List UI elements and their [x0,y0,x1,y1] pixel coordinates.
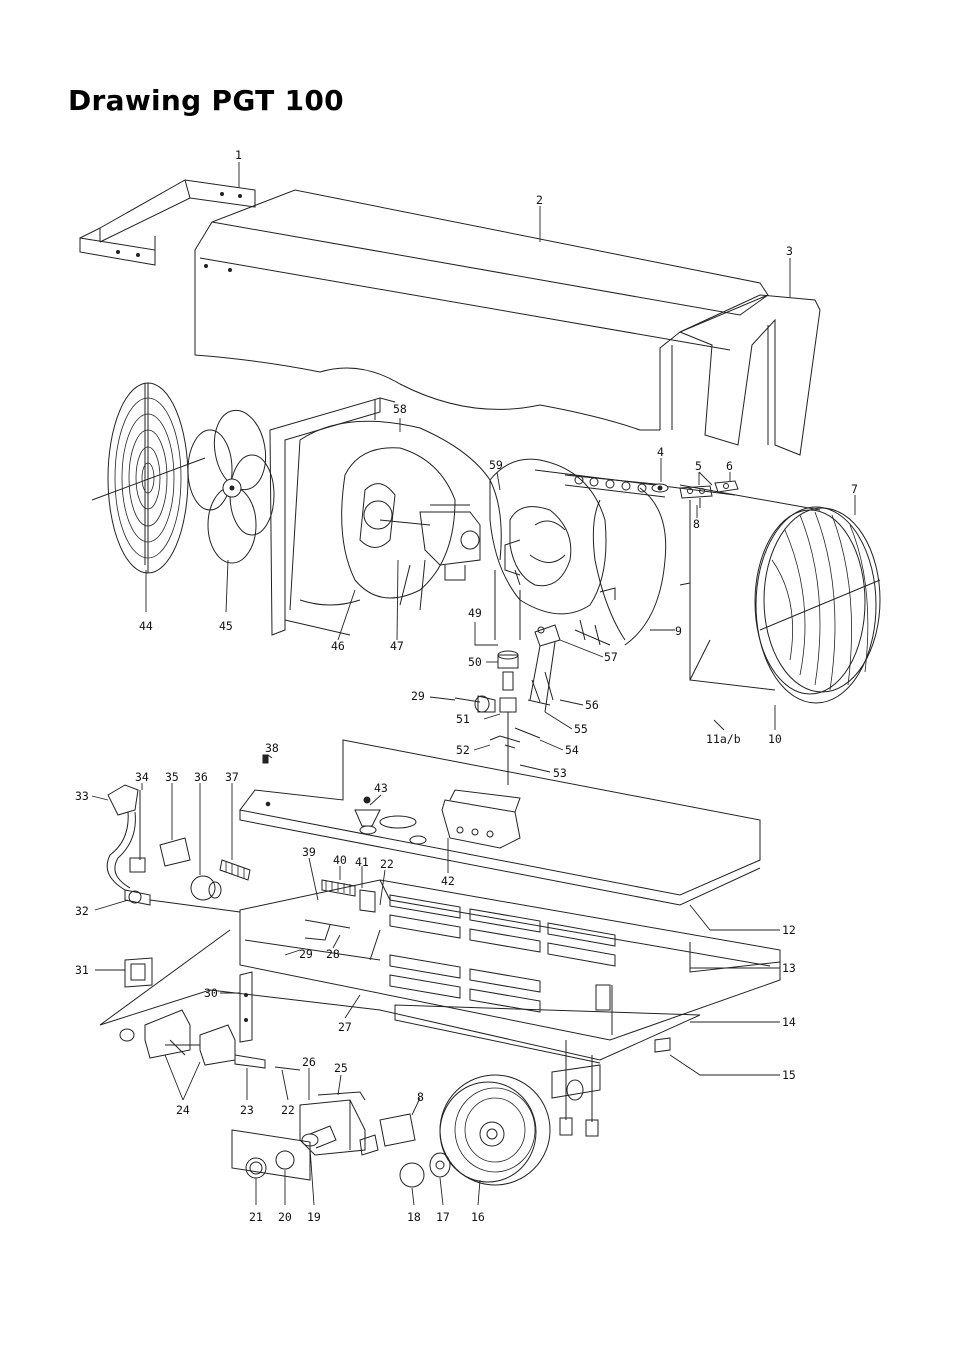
callout-56: 56 [585,698,599,712]
callout-labels: 1 2 3 4 5 6 7 8 9 10 11a/b 12 13 14 15 1… [75,148,858,1224]
part-3-shroud [671,294,821,456]
callout-27: 27 [338,1020,352,1034]
parts-39-41-terminal-blocks [304,879,376,941]
parts-22-24-valves [119,1009,301,1071]
callout-29-lower: 29 [299,947,313,961]
part-44-fan-guard [91,382,206,574]
parts-55-56-57-electrodes [527,624,561,713]
part-12-base-plate [239,739,761,906]
callout-4: 4 [657,445,664,459]
callout-16: 16 [471,1210,485,1224]
callout-12: 12 [782,923,796,937]
part-19-knob [301,1125,337,1149]
part-8-relay [359,1113,416,1156]
callout-46: 46 [331,639,345,653]
part-30-strip [239,971,253,1043]
callout-52: 52 [456,743,470,757]
callout-29-upper: 29 [411,689,425,703]
callout-31: 31 [75,963,89,977]
callout-23: 23 [240,1103,254,1117]
part-35-socket [159,837,191,867]
callout-9: 9 [675,624,682,638]
callout-45: 45 [219,619,233,633]
callout-17: 17 [436,1210,450,1224]
callout-15: 15 [782,1068,796,1082]
callout-24: 24 [176,1103,190,1117]
callout-22-lower: 22 [281,1103,295,1117]
parts-4-5-6-8-fittings [651,480,739,508]
callout-3: 3 [786,244,793,258]
callout-1: 1 [235,148,242,162]
callout-8-lower: 8 [417,1090,424,1104]
callout-18: 18 [407,1210,421,1224]
callout-21: 21 [249,1210,263,1224]
callout-54: 54 [565,743,579,757]
part-9-tube [534,469,736,646]
part-31-switch [124,957,153,988]
part-36-ring [190,875,222,901]
callout-34: 34 [135,770,149,784]
callout-8-upper: 8 [693,517,700,531]
callout-33: 33 [75,789,89,803]
callout-22-upper: 22 [380,857,394,871]
callout-10: 10 [768,732,782,746]
callout-50: 50 [468,655,482,669]
part-45-fan-blade [187,409,275,564]
callout-51: 51 [456,712,470,726]
callout-19: 19 [307,1210,321,1224]
callout-49: 49 [468,606,482,620]
part-20-panel [231,1129,311,1181]
leader-lines [91,162,856,1206]
callout-11ab: 11a/b [706,732,741,746]
callout-53: 53 [553,766,567,780]
callout-44: 44 [139,619,153,633]
part-17-hub-washer [429,1152,451,1178]
part-16-wheel [439,1074,551,1186]
callout-38: 38 [265,741,279,755]
callout-41: 41 [355,855,369,869]
callout-30: 30 [204,986,218,1000]
callout-36: 36 [194,770,208,784]
callout-37: 37 [225,770,239,784]
callout-32: 32 [75,904,89,918]
part-25-26-thermostat [299,1091,366,1156]
part-7-outlet-grille [759,507,881,693]
part-33-plug [106,784,139,891]
callout-14: 14 [782,1015,796,1029]
page-title: Drawing PGT 100 [68,84,344,117]
callout-13: 13 [782,961,796,975]
callout-26: 26 [302,1055,316,1069]
callout-28: 28 [326,947,340,961]
callout-20: 20 [278,1210,292,1224]
part-58-housing [269,397,502,636]
part-13-lower-frame [239,879,781,1041]
part-18-cap [399,1162,425,1188]
callout-39: 39 [302,845,316,859]
callout-42: 42 [441,874,455,888]
callout-5: 5 [695,459,702,473]
callout-47: 47 [390,639,404,653]
callout-6: 6 [726,459,733,473]
part-59-chamber [489,458,607,615]
callout-25: 25 [334,1061,348,1075]
part-34-terminal [129,790,146,873]
callout-58: 58 [393,402,407,416]
part-32-cable-gland [124,889,241,913]
part-15-axle-bracket [551,1037,671,1137]
part-37-connector [219,859,251,881]
part-1-bracket [79,179,256,266]
callout-43: 43 [374,781,388,795]
callout-55: 55 [574,722,588,736]
callout-35: 35 [165,770,179,784]
callout-57: 57 [604,650,618,664]
part-38-screw [262,754,269,764]
callout-59: 59 [489,458,503,472]
callout-7: 7 [851,482,858,496]
callout-2: 2 [536,193,543,207]
parts-49-54-fuel-line [454,570,541,785]
callout-40: 40 [333,853,347,867]
part-2-top-cover [194,189,769,431]
